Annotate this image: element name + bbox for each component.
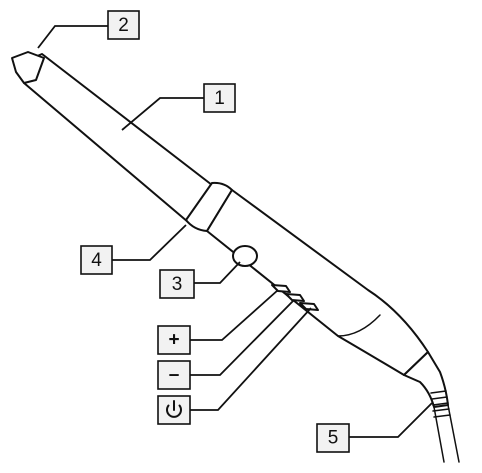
- callout-minus: –: [157, 360, 191, 390]
- handle-band: [337, 314, 381, 337]
- callout-5-label: 5: [328, 428, 339, 449]
- leader-plus: [190, 289, 279, 341]
- handle: [206, 189, 429, 376]
- tip: [11, 51, 45, 84]
- callout-5: 5: [316, 423, 350, 453]
- callout-2: 2: [107, 10, 140, 40]
- leader-3: [194, 261, 241, 284]
- callout-2-label: 2: [118, 15, 129, 36]
- leader-2: [37, 25, 108, 49]
- callout-4: 4: [80, 245, 113, 275]
- leader-4: [112, 224, 187, 261]
- leader-lines: [37, 25, 433, 438]
- callout-4-label: 4: [91, 250, 102, 271]
- callout-1: 1: [203, 83, 236, 113]
- leader-1: [121, 97, 204, 131]
- callout-3-label: 3: [172, 274, 183, 295]
- power-cord: [433, 404, 460, 463]
- callout-1-label: 1: [214, 88, 225, 109]
- leader-power: [190, 307, 312, 411]
- leader-minus: [190, 299, 295, 376]
- control-buttons: [271, 284, 319, 311]
- barrel: [23, 53, 213, 223]
- callout-3: 3: [159, 269, 195, 299]
- cord-spring: [430, 390, 451, 418]
- callout-minus-label: –: [169, 365, 180, 386]
- callout-plus-label: +: [168, 330, 179, 351]
- curling-wand: [11, 51, 460, 463]
- callout-plus: +: [157, 325, 191, 355]
- power-icon: [166, 400, 182, 418]
- callout-power: [157, 395, 191, 425]
- round-button: [232, 245, 258, 267]
- leader-5: [349, 402, 433, 438]
